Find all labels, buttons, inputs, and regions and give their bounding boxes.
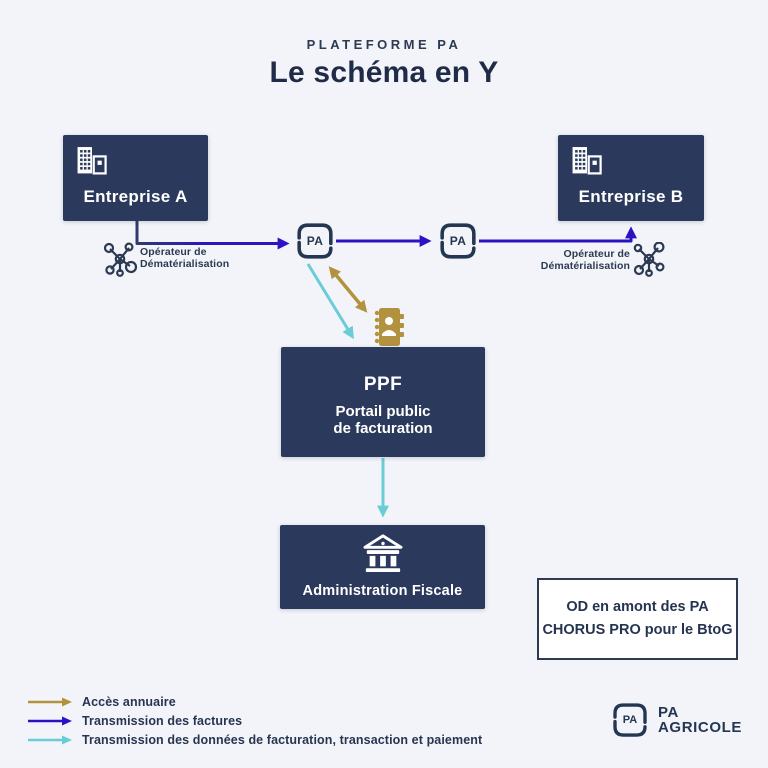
entreprise-a-label: Entreprise A xyxy=(83,187,188,206)
blue-arrow-icon xyxy=(28,716,72,726)
legend-label-donnees: Transmission des données de facturation,… xyxy=(82,733,483,747)
entreprise-b-label: Entreprise B xyxy=(578,187,684,206)
note-box: OD en amont des PA CHORUS PRO pour le Bt… xyxy=(537,578,738,660)
page-title: Le schéma en Y xyxy=(269,56,499,89)
legend-label-annuaire: Accès annuaire xyxy=(82,695,176,709)
od-right-line1: Opérateur de xyxy=(563,248,630,260)
ppf-subtitle-line2: de facturation xyxy=(333,420,433,437)
od-left-line1: Opérateur de xyxy=(140,246,207,258)
legend: Accès annuaire Transmission des factures… xyxy=(27,695,482,747)
arrow-pa-annuaire xyxy=(328,266,368,313)
note-line2: CHORUS PRO pour le BtoG xyxy=(542,622,733,638)
logo-name-line1: PA xyxy=(658,704,679,721)
building-icon xyxy=(77,147,107,175)
kicker: PLATEFORME PA xyxy=(306,37,462,52)
pa-frame-icon xyxy=(297,223,333,259)
pa-agricole-logo: PA PA AGRICOLE xyxy=(612,701,742,739)
pa-logo-badge: PA xyxy=(612,701,648,739)
directory-book-icon xyxy=(374,308,404,346)
od-left-line2: Dématérialisation xyxy=(140,258,230,270)
ppf-box: PPF Portail public de facturation xyxy=(281,347,485,457)
od-right-line2: Dématérialisation xyxy=(540,260,630,272)
pa-frame-icon xyxy=(613,703,647,737)
teal-arrow-icon xyxy=(28,735,72,745)
pa-node-left: PA xyxy=(296,222,334,260)
pa-node-left-label: PA xyxy=(306,234,324,248)
arrow-pa-to-entB xyxy=(479,226,637,243)
note-line1: OD en amont des PA xyxy=(566,599,709,615)
administration-fiscale-box: Administration Fiscale xyxy=(280,525,485,609)
legend-item-annuaire: Accès annuaire xyxy=(27,695,482,709)
entreprise-a-box: Entreprise A xyxy=(63,135,208,221)
gold-arrow-icon xyxy=(28,697,72,707)
pa-logo-badge-text: PA xyxy=(622,714,638,726)
arrow-pa-to-ppf xyxy=(306,263,354,340)
pa-node-right-label: PA xyxy=(449,234,467,248)
legend-item-donnees: Transmission des données de facturation,… xyxy=(27,733,482,747)
network-icon xyxy=(633,242,665,277)
bank-icon xyxy=(362,534,403,573)
legend-item-factures: Transmission des factures xyxy=(27,714,482,728)
logo-name-line2: AGRICOLE xyxy=(658,719,742,736)
building-icon xyxy=(572,147,602,175)
pa-node-right: PA xyxy=(439,222,477,260)
entreprise-b-box: Entreprise B xyxy=(558,135,704,221)
ppf-subtitle-line1: Portail public xyxy=(335,403,431,420)
legend-label-factures: Transmission des factures xyxy=(82,714,243,728)
arrow-entA-to-pa xyxy=(135,221,290,250)
od-right-label: Opérateur de Dématérialisation xyxy=(528,248,630,272)
administration-fiscale-label: Administration Fiscale xyxy=(302,583,463,599)
ppf-title: PPF xyxy=(363,374,403,395)
network-icon xyxy=(103,242,138,277)
pa-frame-icon xyxy=(440,223,476,259)
od-left-label: Opérateur de Dématérialisation xyxy=(140,246,250,270)
